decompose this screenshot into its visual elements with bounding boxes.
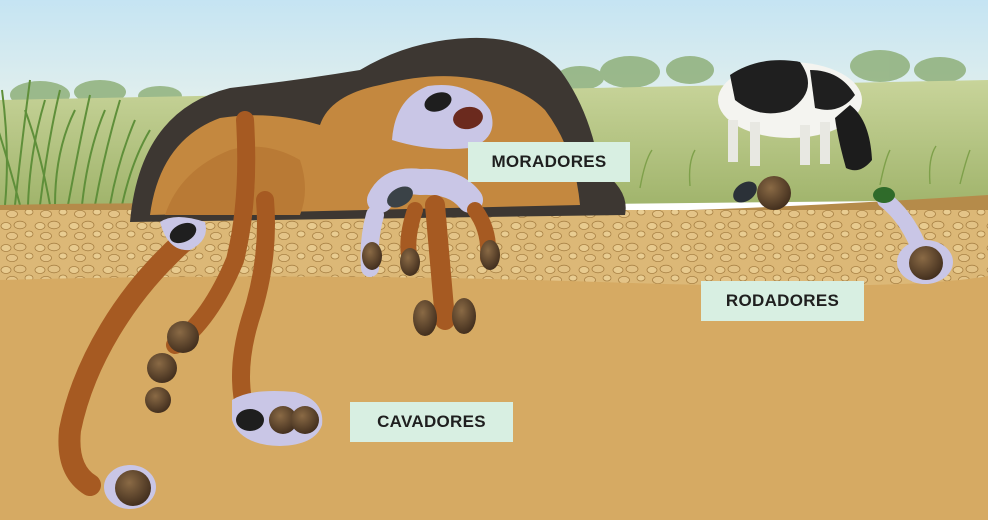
brood-ball-icon [362, 242, 382, 270]
brood-ball-icon [909, 246, 943, 280]
dung-beetle-icon [236, 409, 264, 431]
brood-ball-icon [115, 470, 151, 506]
brood-ball-icon [291, 406, 319, 434]
brood-ball-icon [147, 353, 177, 383]
brood-ball-icon [413, 300, 437, 336]
label-dwellers: MORADORES [468, 142, 630, 182]
tunnel [435, 205, 445, 320]
brood-ball-icon [145, 387, 171, 413]
brood-ball-icon [167, 321, 199, 353]
dung-beetle-icon [873, 187, 895, 203]
dung-ball-icon [757, 176, 791, 210]
label-tunnelers: CAVADORES [350, 402, 513, 442]
brood-ball-icon [480, 240, 500, 270]
label-rollers: RODADORES [701, 281, 864, 321]
brood-ball-icon [400, 248, 420, 276]
brood-ball-icon [452, 298, 476, 334]
